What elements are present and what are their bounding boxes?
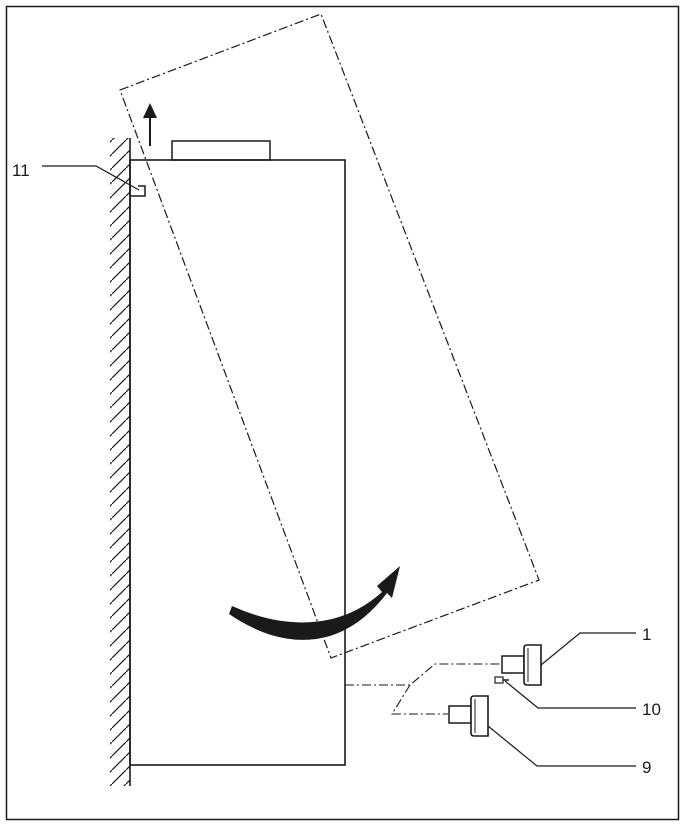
part-connection-lines [345, 663, 500, 715]
wall-bracket-hook [131, 185, 146, 197]
top-connector [171, 140, 271, 161]
part-1-knob [501, 644, 542, 686]
arrow-up-icon [143, 103, 157, 146]
leader-line-1 [540, 632, 636, 666]
leader-line-11 [42, 165, 140, 191]
figure-frame [5, 5, 680, 821]
leader-line-10 [504, 680, 636, 709]
part-9-knob [448, 695, 489, 737]
curved-arrow-icon [229, 566, 400, 640]
label-11: 11 [12, 161, 30, 180]
label-9: 9 [642, 758, 651, 777]
part-10-screw [494, 676, 509, 684]
tilted-appliance-outline [119, 13, 540, 659]
label-10: 10 [642, 700, 661, 719]
appliance-body [129, 159, 346, 766]
label-1: 1 [642, 625, 651, 644]
leader-line-9 [487, 725, 636, 767]
wall [110, 138, 131, 786]
